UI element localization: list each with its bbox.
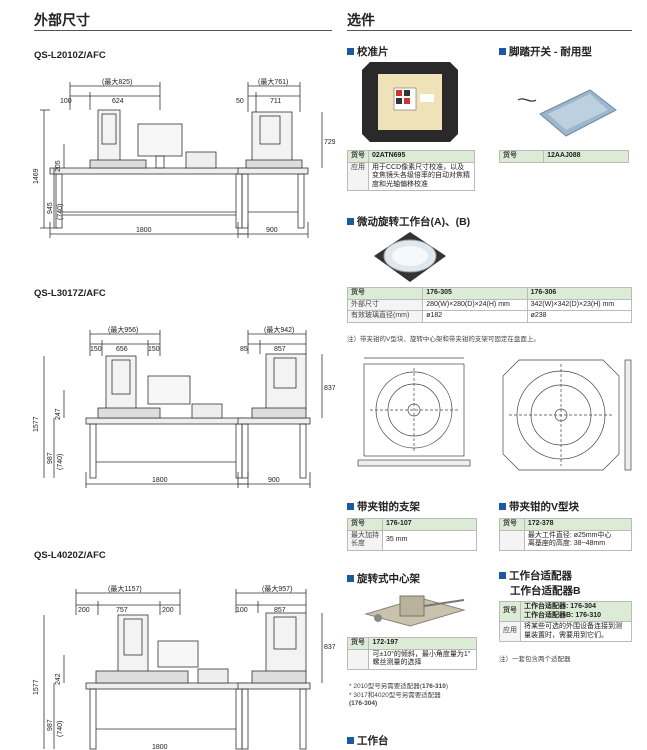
centre-title: 旋转式中心架 <box>347 571 420 586</box>
bullet-square-icon <box>499 503 506 510</box>
drawing-model-3: (最大1157) 200 757 200 1800 1577 987 242 (… <box>33 584 335 750</box>
pedal-title: 脚踏开关 - 耐用型 <box>499 44 592 59</box>
foot-switch-image <box>517 89 617 137</box>
dim-side-max: (最大957) <box>262 584 292 593</box>
dim-h-mid: 945 <box>47 202 54 214</box>
rotary-drawing-b <box>502 359 632 471</box>
bullet-square-icon <box>347 575 354 582</box>
dim-front-max: (最大825) <box>102 77 132 86</box>
dim-front-seg1: 200 <box>78 607 90 614</box>
dim-front-seg3: 150 <box>148 346 160 353</box>
dimensions-title: 外部尺寸 <box>34 12 90 28</box>
dim-table-width: 1800 <box>152 744 168 750</box>
dim-side-seg1: 85 <box>240 346 248 353</box>
dim-table-width: 1800 <box>136 227 152 234</box>
options-title-rule <box>347 30 632 31</box>
dim-front-max: (最大1157) <box>108 584 142 593</box>
bullet-square-icon <box>347 503 354 510</box>
dim-h-top: 205 <box>55 160 62 172</box>
centre-support-image <box>364 595 466 627</box>
dim-front-max: (最大956) <box>108 325 138 334</box>
adapter-title: 工作台适配器 <box>499 568 572 583</box>
rotary-stage-image <box>374 232 446 282</box>
rotary-title: 微动旋转工作台(A)、(B) <box>347 214 470 229</box>
calib-chart-image <box>362 62 458 142</box>
bullet-square-icon <box>347 218 354 225</box>
vblock-title: 带夹钳的V型块 <box>499 499 579 514</box>
dim-side-seg2: 711 <box>270 98 281 105</box>
dim-h-top: 247 <box>55 408 62 420</box>
rotary-note: 注）带夹钳的V型块、旋转中心架和带夹钳的支架可固定在盘面上。 <box>347 336 540 343</box>
adapter-title-b: 工作台适配器B <box>510 585 581 597</box>
model-name-2: QS-L3017Z/AFC <box>34 288 106 299</box>
dim-front-seg2: 624 <box>112 98 124 105</box>
dim-h-paren: (740) <box>57 454 64 470</box>
dim-side-depth: 900 <box>268 477 280 484</box>
dim-h-paren: (740) <box>57 721 64 737</box>
dim-front-seg1: 100 <box>60 98 72 105</box>
centre-notes: * 2010型号另需要适配器(176-310) * 3017和4020型号另需要… <box>349 683 448 707</box>
dim-front-seg3: 200 <box>162 607 174 614</box>
bullet-square-icon <box>499 572 506 579</box>
dim-side-seg2: 857 <box>274 607 286 614</box>
dimensions-title-rule <box>34 30 332 31</box>
dim-side-h: 837 <box>324 385 335 392</box>
dim-side-seg2: 857 <box>274 346 286 353</box>
dim-h-total: 1577 <box>33 416 40 432</box>
dim-h-mid: 987 <box>47 719 54 731</box>
dim-h-paren: (740) <box>57 204 64 220</box>
dim-side-depth: 900 <box>266 227 278 234</box>
dim-front-seg2: 757 <box>116 607 128 614</box>
model-name-3: QS-L4020Z/AFC <box>34 550 106 561</box>
drawing-model-2: (最大956) 150 656 150 1800 1577 987 247 (7… <box>33 325 335 488</box>
dim-h-mid: 987 <box>47 452 54 464</box>
stage-title: 工作台 <box>347 733 389 748</box>
holder-title: 带夹钳的支架 <box>347 499 420 514</box>
bullet-square-icon <box>347 48 354 55</box>
bullet-square-icon <box>347 737 354 744</box>
dim-h-total: 1577 <box>33 679 40 695</box>
adapter-note: 注）一套包含两个适配器 <box>499 656 571 663</box>
dim-side-max: (最大761) <box>258 77 288 86</box>
calib-title: 校准片 <box>347 44 389 59</box>
dim-side-h: 729 <box>324 139 335 146</box>
dim-side-seg1: 100 <box>236 607 248 614</box>
dim-side-seg1: 50 <box>236 98 244 105</box>
dim-side-max: (最大942) <box>264 325 294 334</box>
dim-front-seg2: 656 <box>116 346 128 353</box>
model-name-1: QS-L2010Z/AFC <box>34 50 106 61</box>
drawing-model-1: (最大825) 100 624 1800 1469 945 205 (740) … <box>33 77 335 238</box>
options-title: 选件 <box>347 12 375 28</box>
bullet-square-icon <box>499 48 506 55</box>
dim-side-h: 837 <box>324 644 335 651</box>
dim-front-seg1: 150 <box>90 346 102 353</box>
dim-h-top: 242 <box>55 673 62 685</box>
dim-h-total: 1469 <box>33 168 40 184</box>
rotary-drawing-a <box>357 357 471 467</box>
dim-table-width: 1800 <box>152 477 168 484</box>
